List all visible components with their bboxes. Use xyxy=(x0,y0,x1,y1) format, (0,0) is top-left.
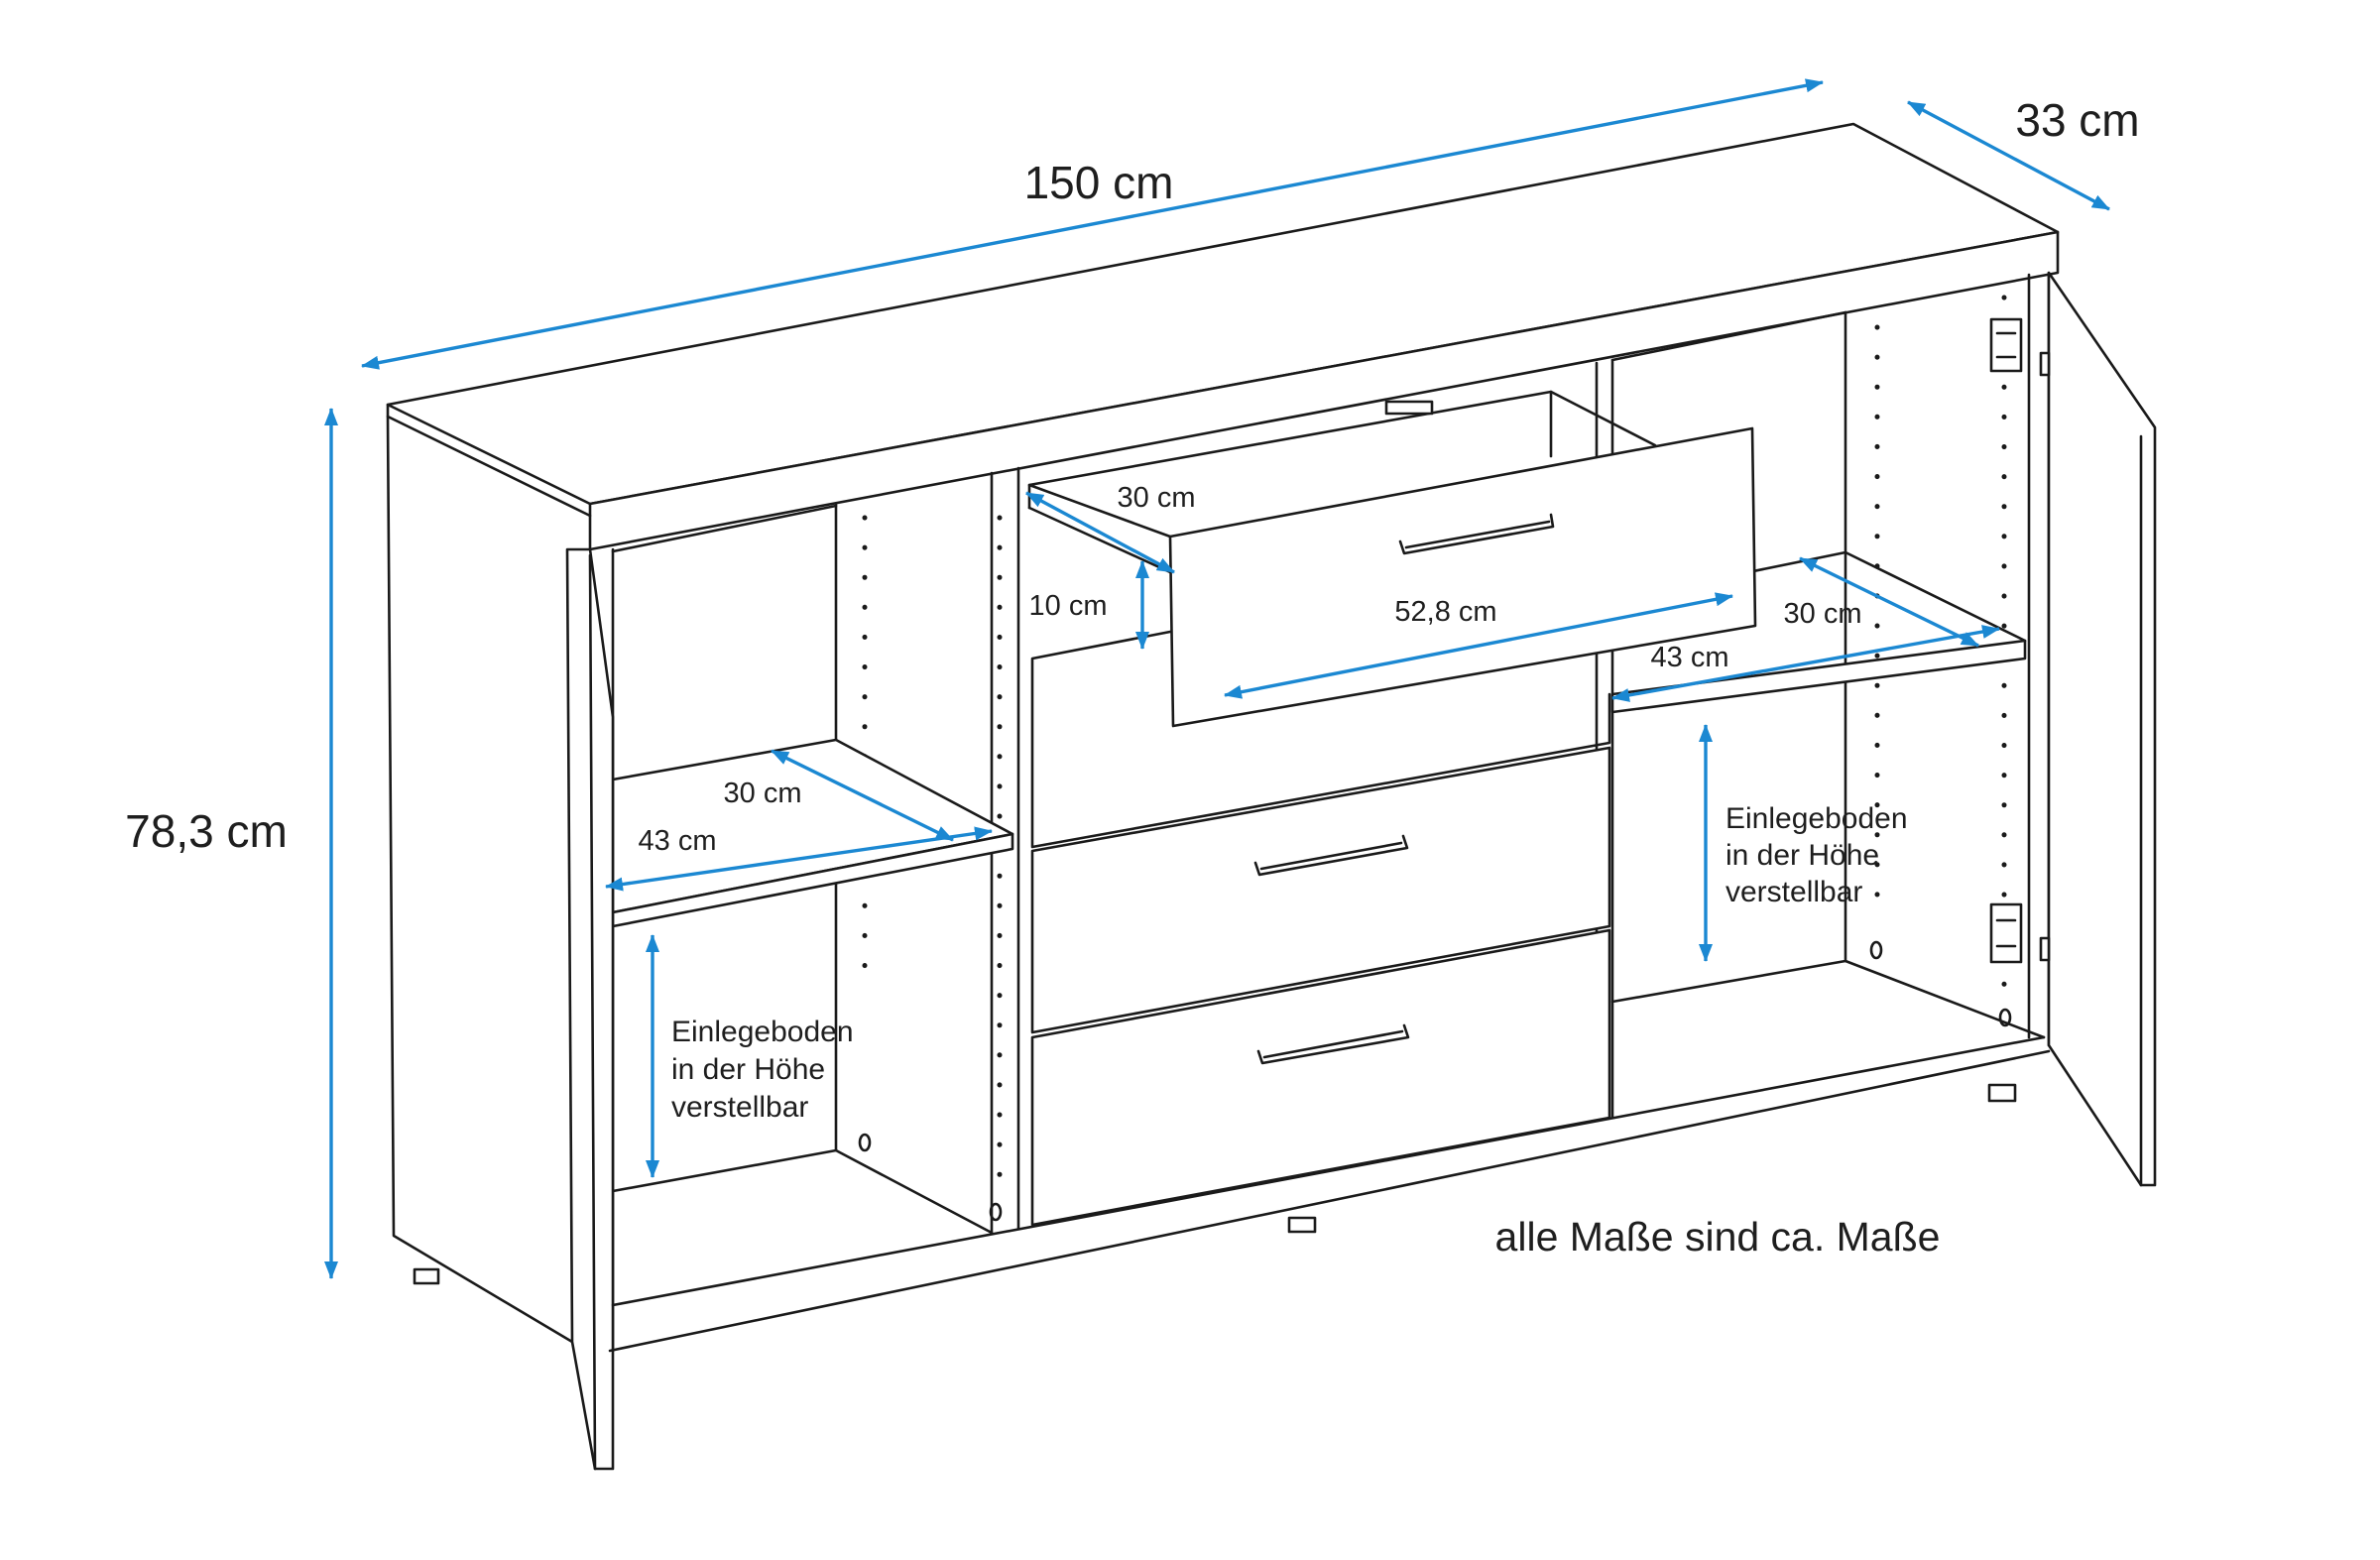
shelf-note-left-line-2: in der Höhe xyxy=(671,1053,825,1086)
right-shelf-width-label: 43 cm xyxy=(1651,642,1729,673)
bottom-board-front-top xyxy=(611,1035,2046,1307)
shelf-note-left: Einlegeboden in der Höhe verstellbar xyxy=(671,1016,854,1124)
shelf-note-right-line-2: in der Höhe xyxy=(1726,839,1879,872)
left-door-edge xyxy=(588,553,597,1471)
left-compartment-floor xyxy=(611,1148,994,1235)
height-label: 78,3 cm xyxy=(125,805,288,857)
foot-middle xyxy=(1287,1216,1317,1234)
dimension-labels: 150 cm 33 cm 78,3 cm 30 cm 10 cm 52,8 cm… xyxy=(125,94,2139,857)
drawer-3 xyxy=(1030,746,1611,1034)
shelf-note-right-line-3: verstellbar xyxy=(1726,876,1862,908)
open-drawer-front xyxy=(1168,426,1757,728)
drawer-depth-arrow xyxy=(1025,491,1175,574)
drawer-width-label: 52,8 cm xyxy=(1394,596,1496,628)
width-label: 150 cm xyxy=(1024,157,1174,208)
hinge-top-icon xyxy=(1989,317,2051,377)
left-compartment-top-back xyxy=(611,504,838,553)
hinge-bottom-icon xyxy=(1989,902,2051,964)
drawer-3-handle xyxy=(1253,834,1409,877)
shelf-note-left-line-1: Einlegeboden xyxy=(671,1016,854,1048)
drawer-4 xyxy=(1030,928,1611,1227)
drawer-depth-label: 30 cm xyxy=(1118,482,1196,514)
width-dimension-arrow xyxy=(361,78,1824,370)
right-cam-hole xyxy=(1869,940,1883,960)
foot-left xyxy=(413,1267,440,1285)
drawer-height-label: 10 cm xyxy=(1029,590,1108,622)
shelf-note-right: Einlegeboden in der Höhe verstellbar xyxy=(1726,802,1908,908)
shelf-note-left-line-3: verstellbar xyxy=(671,1091,808,1124)
right-shelf-depth-label: 30 cm xyxy=(1784,598,1862,630)
right-shelf-width-arrow xyxy=(1611,625,2000,702)
approximate-dimensions-note: alle Maße sind ca. Maße xyxy=(1495,1214,1941,1260)
depth-dimension-arrow xyxy=(1907,100,2110,211)
right-compartment-floor xyxy=(1610,959,2046,1039)
left-shelf-width-arrow xyxy=(605,826,993,892)
foot-right xyxy=(1987,1083,2017,1103)
left-shelf-width-label: 43 cm xyxy=(639,825,717,857)
left-side-panel xyxy=(386,415,574,1344)
plinth-front-bottom xyxy=(608,1049,2051,1353)
left-shelf-depth-label: 30 cm xyxy=(724,778,802,809)
drawer-4-handle xyxy=(1256,1023,1410,1065)
left-door xyxy=(565,547,615,1471)
left-cam-hole xyxy=(858,1133,872,1152)
dimension-lines xyxy=(324,78,2110,1279)
drawer-slot xyxy=(1384,400,1434,416)
drawer-width-arrow xyxy=(1224,592,1733,699)
open-drawer-handle xyxy=(1398,513,1555,555)
right-side-cam-hole xyxy=(1998,1008,2012,1027)
depth-label: 33 cm xyxy=(2015,94,2139,146)
left-shelf-depth-arrow xyxy=(771,749,954,842)
drawer-2 xyxy=(1030,630,1611,849)
sideboard xyxy=(386,122,2157,1471)
right-door xyxy=(2047,271,2157,1187)
shelf-note-right-line-1: Einlegeboden xyxy=(1726,802,1908,835)
